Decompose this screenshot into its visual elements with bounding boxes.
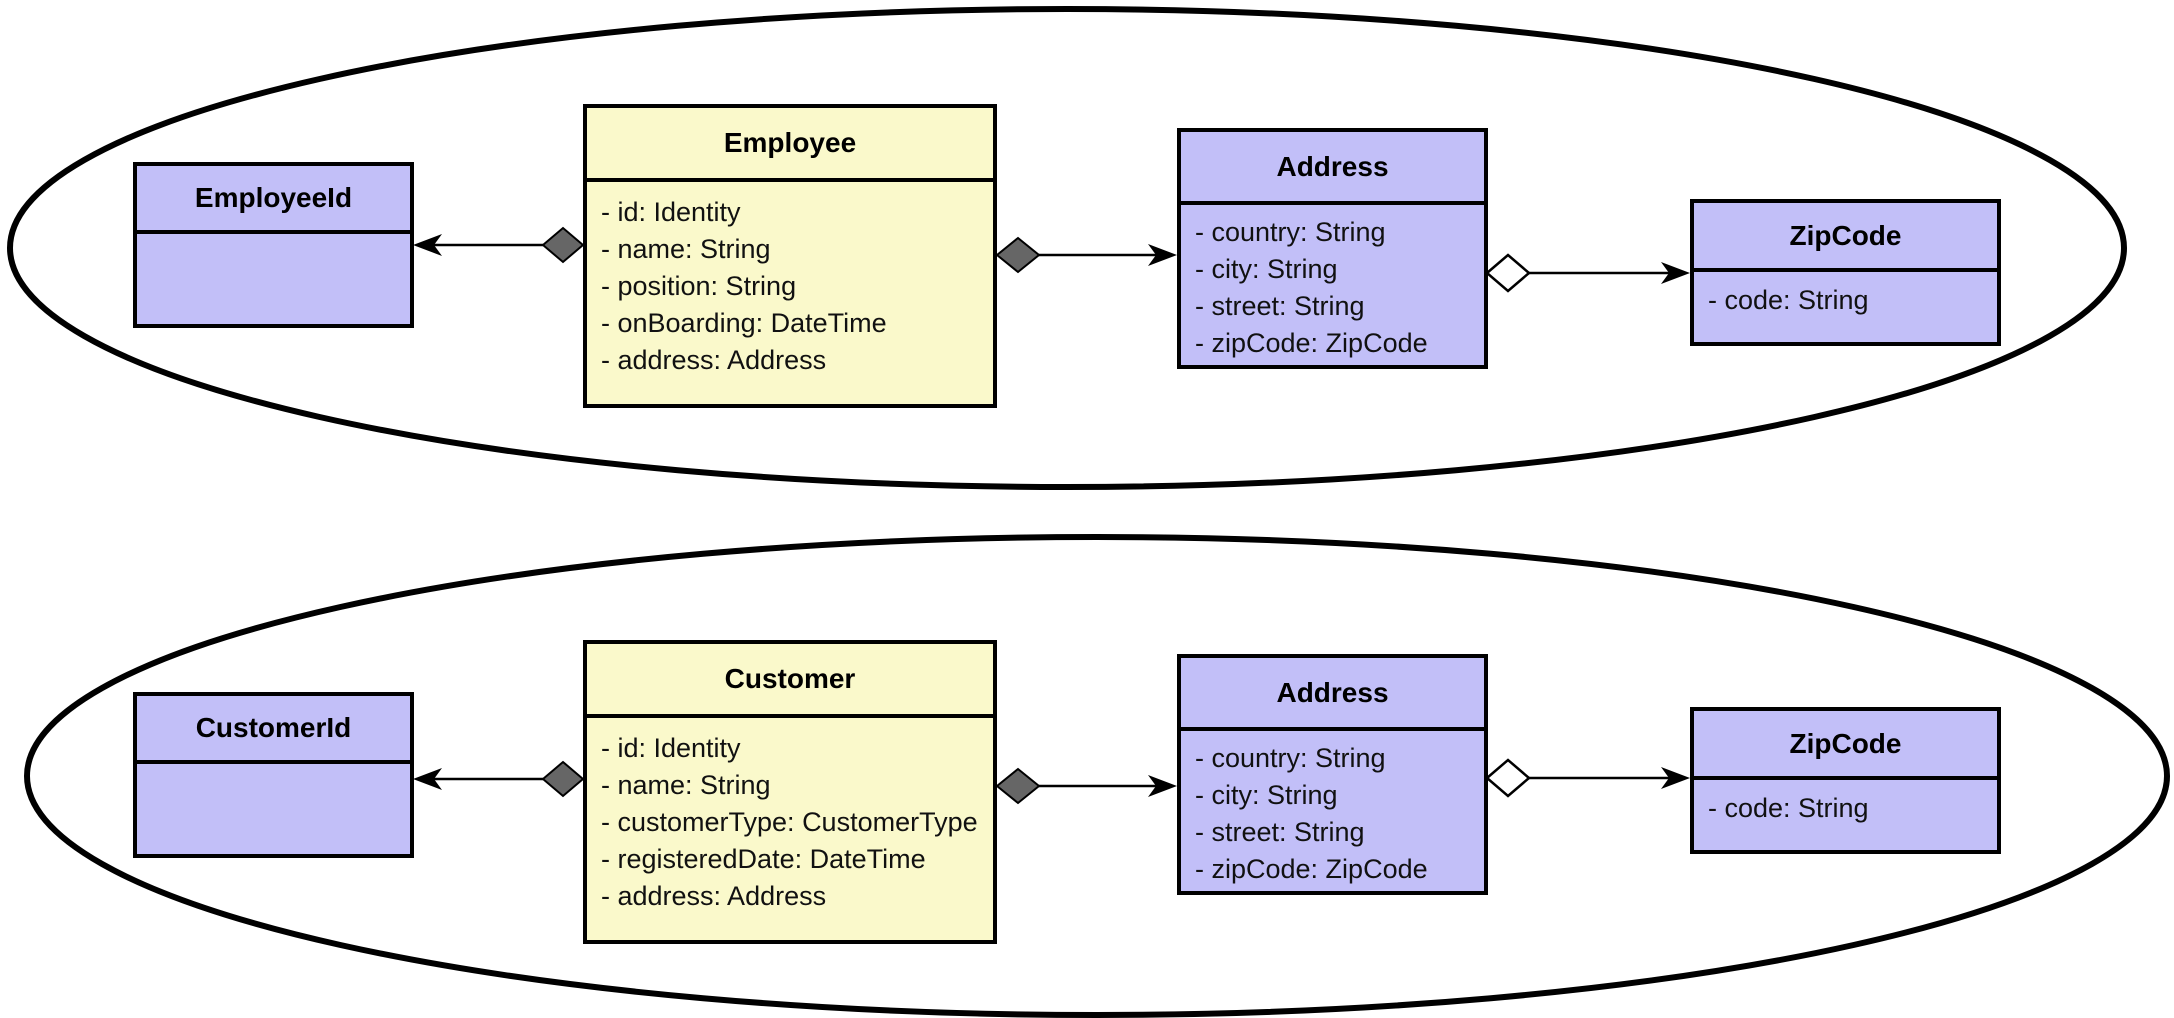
attribute-line: - city: String	[1195, 254, 1338, 284]
arrow-head-icon	[1148, 775, 1177, 797]
composition-connector	[413, 226, 585, 264]
aggregation-connector	[1485, 758, 1690, 798]
attribute-line: - name: String	[601, 234, 771, 264]
entity-address-bottom: Address - country: String - city: String…	[1177, 654, 1488, 895]
entity-attributes: - id: Identity - name: String - customer…	[587, 718, 993, 940]
attribute-line: - code: String	[1708, 285, 1869, 315]
attribute-line: - name: String	[601, 770, 771, 800]
composition-diamond-icon	[541, 760, 585, 798]
arrow-head-icon	[1661, 767, 1690, 789]
entity-title: Employee	[587, 108, 993, 182]
composition-diamond-icon	[995, 767, 1041, 805]
attribute-line: - onBoarding: DateTime	[601, 308, 887, 338]
entity-zipcode-top: ZipCode - code: String	[1690, 199, 2001, 346]
composition-connector	[995, 236, 1177, 274]
attribute-line: - country: String	[1195, 743, 1386, 773]
composition-connector	[995, 767, 1177, 805]
attribute-line: - code: String	[1708, 793, 1869, 823]
entity-title: CustomerId	[137, 696, 410, 764]
aggregation-diamond-icon	[1485, 758, 1531, 798]
composition-diamond-icon	[541, 226, 585, 264]
attribute-line: - customerType: CustomerType	[601, 807, 978, 837]
attribute-line: - id: Identity	[601, 197, 741, 227]
entity-title: Address	[1181, 658, 1484, 731]
arrow-head-icon	[413, 234, 442, 256]
entity-title: Address	[1181, 132, 1484, 205]
attribute-line: - zipCode: ZipCode	[1195, 854, 1428, 884]
entity-title: Customer	[587, 644, 993, 718]
entity-attributes: - country: String - city: String - stree…	[1181, 205, 1484, 365]
attribute-line: - address: Address	[601, 345, 827, 375]
customer-aggregate-boundary	[24, 534, 2170, 1018]
entity-zipcode-bottom: ZipCode - code: String	[1690, 707, 2001, 854]
entity-employeeid: EmployeeId	[133, 162, 414, 328]
attribute-line: - city: String	[1195, 780, 1338, 810]
entity-employee: Employee - id: Identity - name: String -…	[583, 104, 997, 408]
entity-attributes: - code: String	[1694, 272, 1997, 342]
arrow-head-icon	[413, 768, 442, 790]
entity-title: ZipCode	[1694, 711, 1997, 780]
attribute-line: - country: String	[1195, 217, 1386, 247]
composition-connector	[413, 760, 585, 798]
employee-aggregate-boundary	[7, 6, 2127, 490]
composition-diamond-icon	[995, 236, 1041, 274]
entity-attributes: - code: String	[1694, 780, 1997, 850]
entity-address-top: Address - country: String - city: String…	[1177, 128, 1488, 369]
attribute-line: - position: String	[601, 271, 797, 301]
aggregation-connector	[1485, 253, 1690, 293]
entity-customer: Customer - id: Identity - name: String -…	[583, 640, 997, 944]
attribute-line: - id: Identity	[601, 733, 741, 763]
attribute-line: - zipCode: ZipCode	[1195, 328, 1428, 358]
attribute-line: - address: Address	[601, 881, 827, 911]
entity-attributes: - country: String - city: String - stree…	[1181, 731, 1484, 891]
entity-title: EmployeeId	[137, 166, 410, 234]
aggregation-diamond-icon	[1485, 253, 1531, 293]
entity-attributes	[137, 764, 410, 854]
arrow-head-icon	[1148, 244, 1177, 266]
entity-attributes: - id: Identity - name: String - position…	[587, 182, 993, 404]
entity-title: ZipCode	[1694, 203, 1997, 272]
arrow-head-icon	[1661, 262, 1690, 284]
attribute-line: - street: String	[1195, 291, 1365, 321]
attribute-line: - registeredDate: DateTime	[601, 844, 926, 874]
attribute-line: - street: String	[1195, 817, 1365, 847]
entity-customerid: CustomerId	[133, 692, 414, 858]
entity-attributes	[137, 234, 410, 324]
